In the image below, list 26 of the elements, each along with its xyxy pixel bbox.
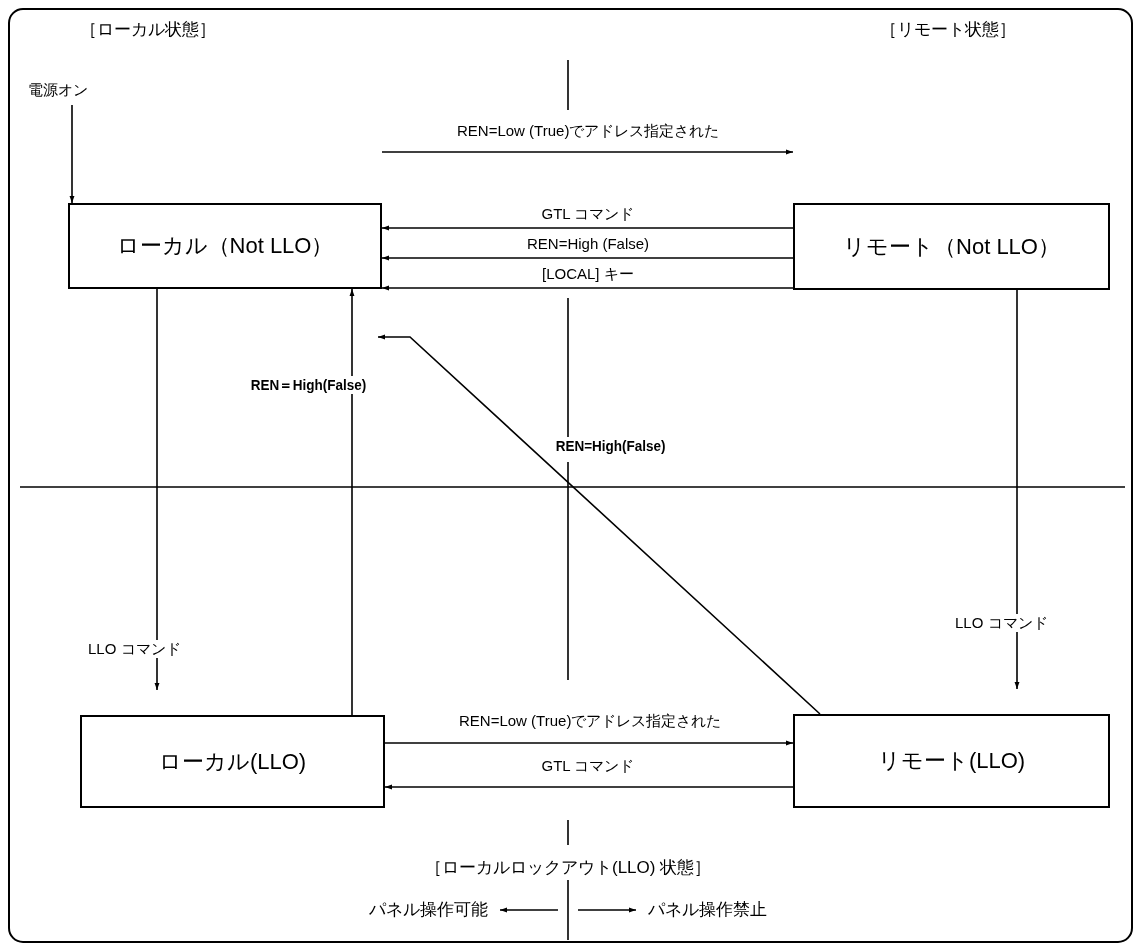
arrow — [1014, 289, 1020, 690]
state-name: リモート（Not LLO） — [843, 232, 1060, 261]
arrow — [384, 784, 794, 790]
arrow — [69, 104, 75, 204]
note-label: パネル操作可能 — [369, 900, 488, 920]
state-box — [80, 715, 385, 808]
arrow — [381, 255, 794, 261]
region-label: ［リモート状態］ — [880, 20, 1016, 40]
state-box — [793, 714, 1110, 808]
note-label: パネル操作禁止 — [648, 900, 767, 920]
region-label: ［ローカルロックアウト(LLO) 状態］ — [425, 858, 712, 878]
state-box — [793, 203, 1110, 290]
edge-label: REN＝High(False) — [248, 376, 369, 394]
state-name: ローカル(LLO) — [158, 747, 307, 776]
arrow — [384, 740, 794, 746]
state-box — [68, 203, 382, 289]
state-name: ローカル（Not LLO） — [116, 232, 334, 260]
arrow — [349, 288, 355, 716]
arrow — [381, 149, 794, 155]
start-label: 電源オン — [28, 80, 88, 100]
arrow — [154, 288, 160, 691]
arrow — [381, 225, 794, 231]
region-label: ［ローカル状態］ — [80, 20, 216, 40]
arrow — [377, 334, 821, 715]
arrow — [381, 285, 794, 291]
state-name: リモート(LLO) — [877, 747, 1026, 775]
